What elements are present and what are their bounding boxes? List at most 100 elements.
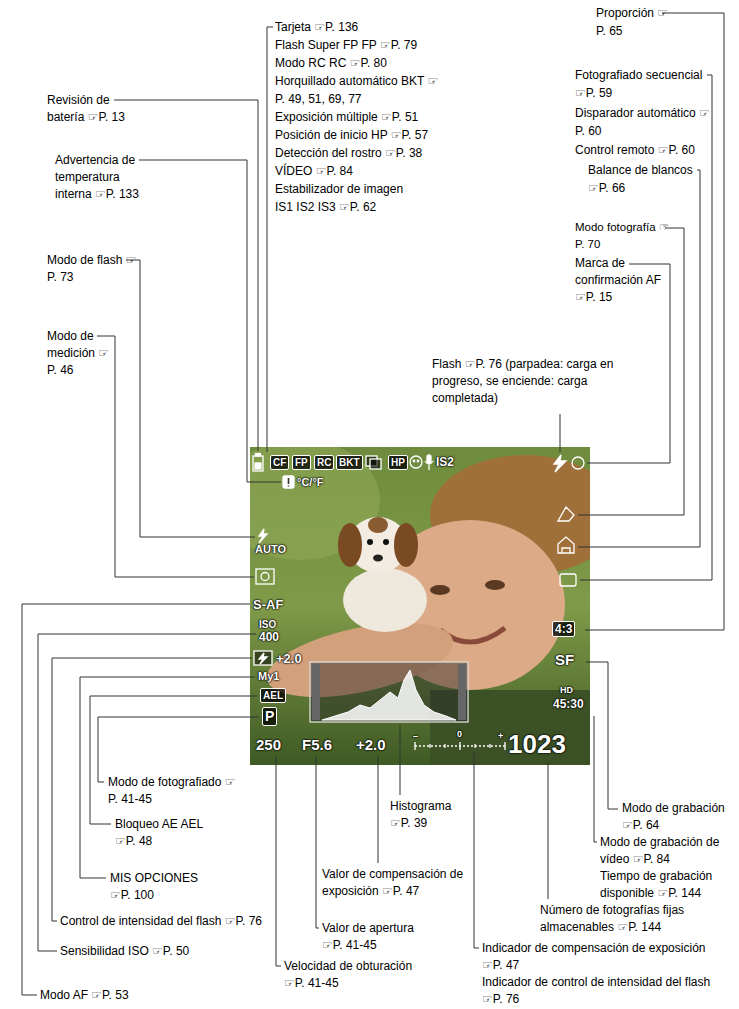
- leader-line: [267, 27, 273, 452]
- flash-mode-icon: [259, 529, 267, 543]
- callout-label: Advertencia de temperatura interna ☞P. 1…: [55, 152, 155, 203]
- callout-label: Valor de apertura ☞P. 41-45: [322, 920, 427, 954]
- callout-label: Modo de flash ☞P. 73: [47, 252, 142, 286]
- callout-label: Modo fotografía ☞P. 70: [575, 219, 675, 253]
- metering-icon: [256, 569, 274, 584]
- callout-label: Flash Super FP FP ☞P. 79: [275, 36, 417, 54]
- histogram-end: [458, 664, 466, 720]
- callout-label: Balance de blancos ☞P. 66: [588, 161, 703, 197]
- callout-label: Número de fotografías fijas almacenables…: [540, 902, 725, 936]
- screen-indicator: °C/°F: [297, 476, 324, 489]
- screen-indicator: –: [413, 731, 418, 741]
- callout-label: Fotografiado secuencial ☞P. 59: [575, 66, 715, 102]
- callout-label: Estabilizador de imagen IS1 IS2 IS3 ☞P. …: [275, 180, 415, 216]
- leader-line: [474, 752, 479, 948]
- battery-level: [255, 463, 261, 469]
- dog-eye: [383, 539, 389, 545]
- callout-label: Histograma ☞P. 39: [390, 798, 465, 832]
- leader-line: [400, 725, 401, 795]
- screen-indicator: +: [498, 731, 503, 741]
- callout-label: Modo AF ☞P. 53: [40, 987, 129, 1004]
- battery-icon: [253, 456, 263, 471]
- leader-line: [80, 677, 255, 878]
- dog-body: [343, 568, 427, 632]
- battery-cap: [256, 454, 261, 457]
- screen-indicator: 0: [457, 729, 462, 739]
- dog-ear: [338, 523, 362, 567]
- multi-exposure-icon: [370, 459, 381, 469]
- flash-icon: [554, 455, 566, 472]
- af-confirm-mark: [572, 457, 584, 469]
- callout-label: Detección del rostro ☞P. 38: [275, 144, 422, 162]
- screen-icon-box: FP: [292, 455, 311, 470]
- child-eye: [430, 585, 450, 595]
- callout-label: Modo RC RC ☞P. 80: [275, 54, 387, 72]
- white-balance-icon: [558, 537, 574, 553]
- temperature-mark: [288, 478, 290, 487]
- leader-line: [276, 756, 281, 966]
- callout-label: Indicador de control de intensidad del f…: [482, 974, 717, 1008]
- screen-indicator: AUTO: [255, 543, 286, 556]
- leader-line: [594, 716, 597, 842]
- mic-icon: [427, 455, 431, 463]
- leader-line: [548, 762, 549, 899]
- callout-label: Proporción ☞P. 65: [596, 4, 676, 40]
- temperature-icon: [283, 476, 294, 488]
- screen-indicator: SF: [555, 651, 574, 669]
- screen-indicator: My1: [258, 670, 279, 683]
- dog-ear: [394, 523, 418, 567]
- picture-mode-icon: [558, 507, 574, 521]
- callout-label: Revisión de batería ☞P. 13: [47, 92, 147, 126]
- callout-label: Tiempo de grabación disponible ☞P. 144: [600, 868, 730, 902]
- exposure-ticks: [415, 742, 505, 750]
- callout-label: Modo de medición ☞P. 46: [47, 328, 117, 379]
- leader-line: [114, 100, 258, 451]
- callout-label: MIS OPCIONES ☞P. 100: [110, 870, 210, 904]
- callout-label: Disparador automático ☞P. 60: [575, 104, 715, 140]
- screen-indicator: +2.0: [276, 651, 302, 666]
- leader-line: [97, 336, 254, 577]
- leader-line: [52, 658, 252, 921]
- callout-label: Posición de inicio HP ☞P. 57: [275, 126, 428, 144]
- leader-line: [578, 228, 684, 515]
- callout-label: Valor de compensación de exposición ☞P. …: [322, 866, 472, 900]
- screen-icon-box: AEL: [260, 688, 286, 703]
- callout-label: Indicador de compensación de exposición …: [482, 940, 717, 974]
- photo: [250, 447, 590, 765]
- screen-indicator: IS2: [436, 455, 454, 469]
- dog-nose: [373, 555, 383, 562]
- screen-indicator: 1023: [508, 729, 566, 759]
- screen-indicator: HD: [560, 685, 573, 695]
- leader-line: [22, 604, 250, 995]
- callout-label: Horquillado automático BKT ☞P. 49, 51, 6…: [275, 72, 440, 108]
- leader-line: [139, 160, 281, 482]
- dog-patch: [368, 517, 388, 533]
- callout-label: Modo de grabación de vídeo ☞P. 84: [600, 834, 730, 868]
- screen-indicator: F5.6: [302, 736, 332, 754]
- child-eye: [485, 580, 505, 590]
- flash-comp-bolt: [259, 653, 267, 664]
- screen-indicator: 250: [256, 736, 281, 754]
- screen-indicator: 400: [259, 630, 279, 644]
- face-eye: [417, 460, 419, 462]
- histogram-frame: [310, 662, 468, 722]
- leader-line: [38, 634, 256, 951]
- screen-icon-box: RC: [314, 455, 334, 470]
- leader-line: [378, 756, 379, 863]
- screen-icon-box: 4:3: [552, 621, 575, 637]
- screen-icon-box: P: [262, 707, 277, 726]
- callout-label: Marca de confirmación AF ☞P. 15: [575, 255, 675, 306]
- callout-label: Tarjeta ☞P. 136: [275, 18, 358, 36]
- leader-line: [560, 414, 561, 452]
- callout-label: Modo de fotografiado ☞P. 41-45: [108, 774, 238, 808]
- callout-label: Modo de grabación ☞P. 64: [622, 800, 734, 834]
- callout-label: Bloqueo AE AEL ☞P. 48: [115, 816, 215, 850]
- callout-label: Sensibilidad ISO ☞P. 50: [60, 943, 189, 960]
- screen-icon-box: BKT: [336, 455, 363, 470]
- histogram-curve: [322, 670, 456, 720]
- drive-icon: [560, 574, 576, 586]
- leader-line: [586, 662, 618, 809]
- leader-line: [585, 13, 724, 630]
- callout-label: Flash ☞P. 76 (parpadea: carga en progres…: [432, 356, 617, 407]
